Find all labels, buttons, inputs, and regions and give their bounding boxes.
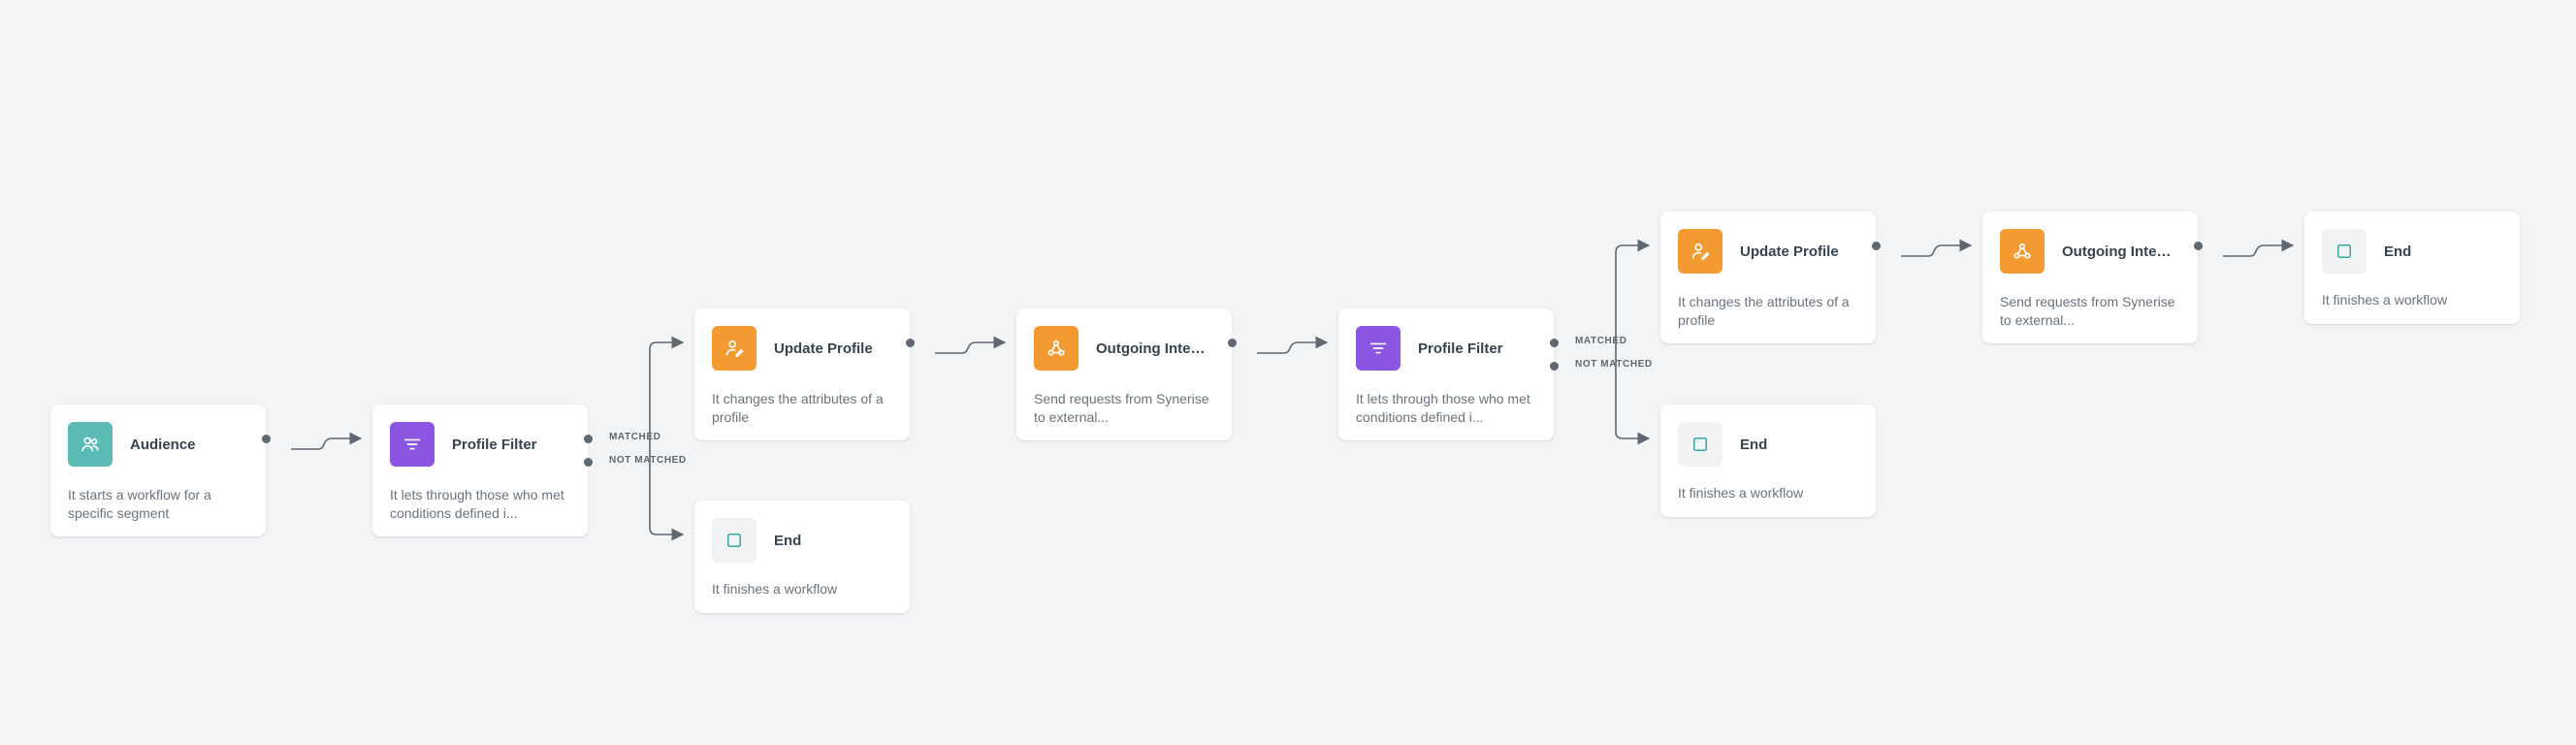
webhook-icon [1034,326,1079,371]
node-description: It finishes a workflow [1678,485,1804,501]
node-description: It changes the attributes of a profile [712,391,884,425]
node-title: End [1740,436,1768,453]
node-integration1[interactable]: Outgoing Integr... Send requests from Syn… [1016,308,1237,440]
node-end2[interactable]: End It finishes a workflow [1660,405,1876,517]
node-description: Send requests from Synerise to external.… [1034,391,1209,425]
node-header: Outgoing Integr... [2000,229,2180,274]
node-title: Audience [130,436,196,453]
connector [935,336,1007,354]
node-description: It lets through those who met conditions… [1356,391,1530,425]
node-audience[interactable]: Audience It starts a workflow for a speci… [50,405,271,536]
node-header: End [2322,229,2502,274]
output-port-not-matched[interactable] [1550,362,1559,371]
node-header: Audience [68,422,248,467]
output-port-matched[interactable] [1550,339,1559,347]
branch-label-not-matched: NOT MATCHED [1575,359,1653,370]
node-title: Update Profile [774,340,873,357]
node-integration2[interactable]: Outgoing Integr... Send requests from Syn… [1982,211,2203,343]
node-title: Profile Filter [452,436,537,453]
filter-icon [390,422,435,467]
edit-profile-icon [712,326,757,371]
node-title: End [2384,243,2412,260]
stop-square-icon [2322,229,2367,274]
audience-icon [68,422,113,467]
node-header: Outgoing Integr... [1034,326,1214,371]
connector [2223,239,2295,257]
node-end3[interactable]: End It finishes a workflow [2304,211,2520,324]
connector [1901,239,1973,257]
node-header: End [1678,422,1858,467]
stop-square-icon [1678,422,1723,467]
node-description: It finishes a workflow [712,581,838,597]
node-header: End [712,518,892,563]
output-port[interactable] [262,435,271,443]
node-description: Send requests from Synerise to external.… [2000,294,2175,328]
node-title: Update Profile [1740,243,1839,260]
output-port-matched[interactable] [584,435,593,443]
output-port-not-matched[interactable] [584,458,593,467]
node-end1[interactable]: End It finishes a workflow [694,501,910,613]
branch-label-matched: MATCHED [609,432,661,442]
node-header: Update Profile [1678,229,1858,274]
output-port[interactable] [906,339,915,347]
branch-label-matched: MATCHED [1575,336,1627,346]
node-description: It lets through those who met conditions… [390,487,564,521]
node-description: It changes the attributes of a profile [1678,294,1850,328]
output-port[interactable] [1228,339,1237,347]
node-title: Profile Filter [1418,340,1503,357]
edit-profile-icon [1678,229,1723,274]
connector [291,432,363,450]
node-filter1[interactable]: Profile Filter It lets through those who … [372,405,593,536]
node-filter2[interactable]: Profile Filter It lets through those who … [1338,308,1559,440]
node-update2[interactable]: Update Profile It changes the attributes … [1660,211,1881,343]
node-header: Profile Filter [390,422,570,467]
node-title: End [774,532,802,549]
filter-icon [1356,326,1401,371]
node-description: It finishes a workflow [2322,292,2448,308]
branch-label-not-matched: NOT MATCHED [609,455,687,466]
node-title: Outgoing Integr... [2062,243,2176,260]
stop-square-icon [712,518,757,563]
node-header: Update Profile [712,326,892,371]
output-port[interactable] [1872,242,1881,250]
node-header: Profile Filter [1356,326,1536,371]
node-title: Outgoing Integr... [1096,340,1210,357]
node-description: It starts a workflow for a specific segm… [68,487,211,521]
webhook-icon [2000,229,2045,274]
node-update1[interactable]: Update Profile It changes the attributes … [694,308,915,440]
output-port[interactable] [2194,242,2203,250]
connector [1257,336,1329,354]
